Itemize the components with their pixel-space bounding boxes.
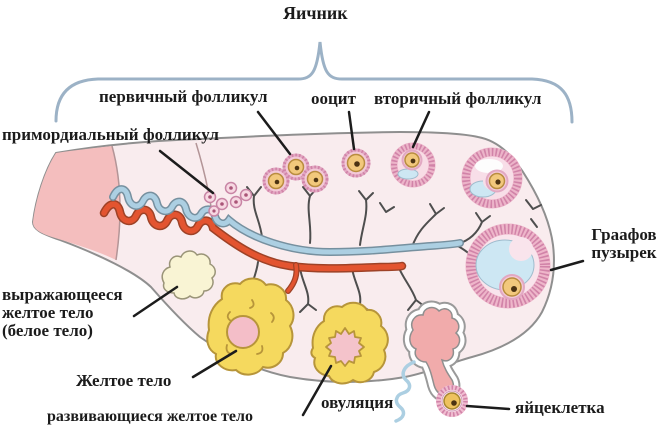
label-primary-follicle: первичный фолликул [99,87,268,106]
label-primordial-follicle: примордиальный фолликул [2,125,219,144]
pointer-secondary-follicle [411,110,431,149]
ovarian-ligament [33,146,121,260]
pointer-graafian-vesicle [549,259,585,272]
pointer-lines [132,110,585,417]
label-regressing-corpus-luteum: выражающееся желтое тело (белое тело) [2,285,123,340]
label-corpus-luteum: Желтое тело [76,371,172,390]
corpus-luteum [206,277,295,376]
oocyte [341,148,371,178]
label-graafian-vesicle: Граафов пузырек [591,225,657,262]
follicular-fluid [394,360,416,423]
pointer-egg-cell [465,404,511,411]
developing-corpus-luteum [310,301,389,385]
secondary-follicle [390,142,436,188]
pointer-white-body [132,285,179,318]
pointer-corpus-luteum [191,349,238,379]
label-oocyte: ооцит [311,89,356,108]
pointer-primary-follicle [256,110,292,156]
pointer-primordial-follicle [158,149,215,195]
pointer-oocyte [347,110,356,151]
label-egg-cell: яйцеклетка [515,398,605,417]
blood-vessels [99,185,464,294]
label-developing-corpus-luteum: развивающиеся желтое тело [47,408,253,425]
diagram-title: Яичник [283,3,348,23]
primordial-follicles [203,181,253,217]
ovary-brace [54,41,574,124]
egg-cell [436,385,468,417]
early-graafian-follicle [461,147,523,209]
pointer-developing-corpus-luteum [301,364,333,417]
primary-follicles [262,153,329,195]
ovulation-site [394,300,467,423]
graafian-vesicle [465,223,551,309]
label-secondary-follicle: вторичный фолликул [374,89,542,108]
label-ovulation: овуляция [321,393,394,412]
